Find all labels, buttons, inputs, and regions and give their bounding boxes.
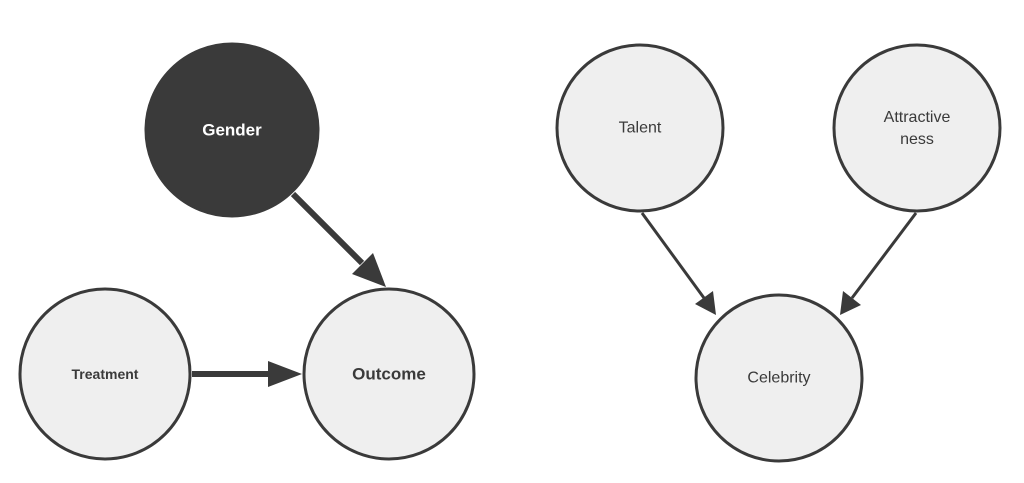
diagram-gender-treatment-outcome: Gender Treatment Outcome (18, 42, 476, 461)
edge-talent-to-celebrity (640, 212, 716, 315)
node-attractiveness-circle (832, 43, 1002, 213)
node-gender-circle (144, 42, 320, 218)
node-outcome-label: Outcome (352, 365, 426, 384)
node-outcome-circle (302, 287, 476, 461)
node-gender: Gender (144, 42, 320, 218)
node-celebrity-label: Celebrity (747, 370, 810, 387)
node-treatment: Treatment (18, 287, 192, 461)
node-treatment-label: Treatment (72, 366, 139, 382)
node-talent: Talent (555, 43, 725, 213)
node-talent-label: Talent (619, 120, 662, 137)
node-celebrity: Celebrity (694, 293, 864, 463)
edge-treatment-to-outcome (192, 361, 302, 387)
edge-gender-to-outcome (290, 191, 386, 287)
node-treatment-circle (18, 287, 192, 461)
node-outcome: Outcome (302, 287, 476, 461)
node-celebrity-circle (694, 293, 864, 463)
node-talent-circle (555, 43, 725, 213)
node-gender-label: Gender (202, 121, 262, 140)
edge-attractiveness-to-celebrity (840, 212, 918, 315)
